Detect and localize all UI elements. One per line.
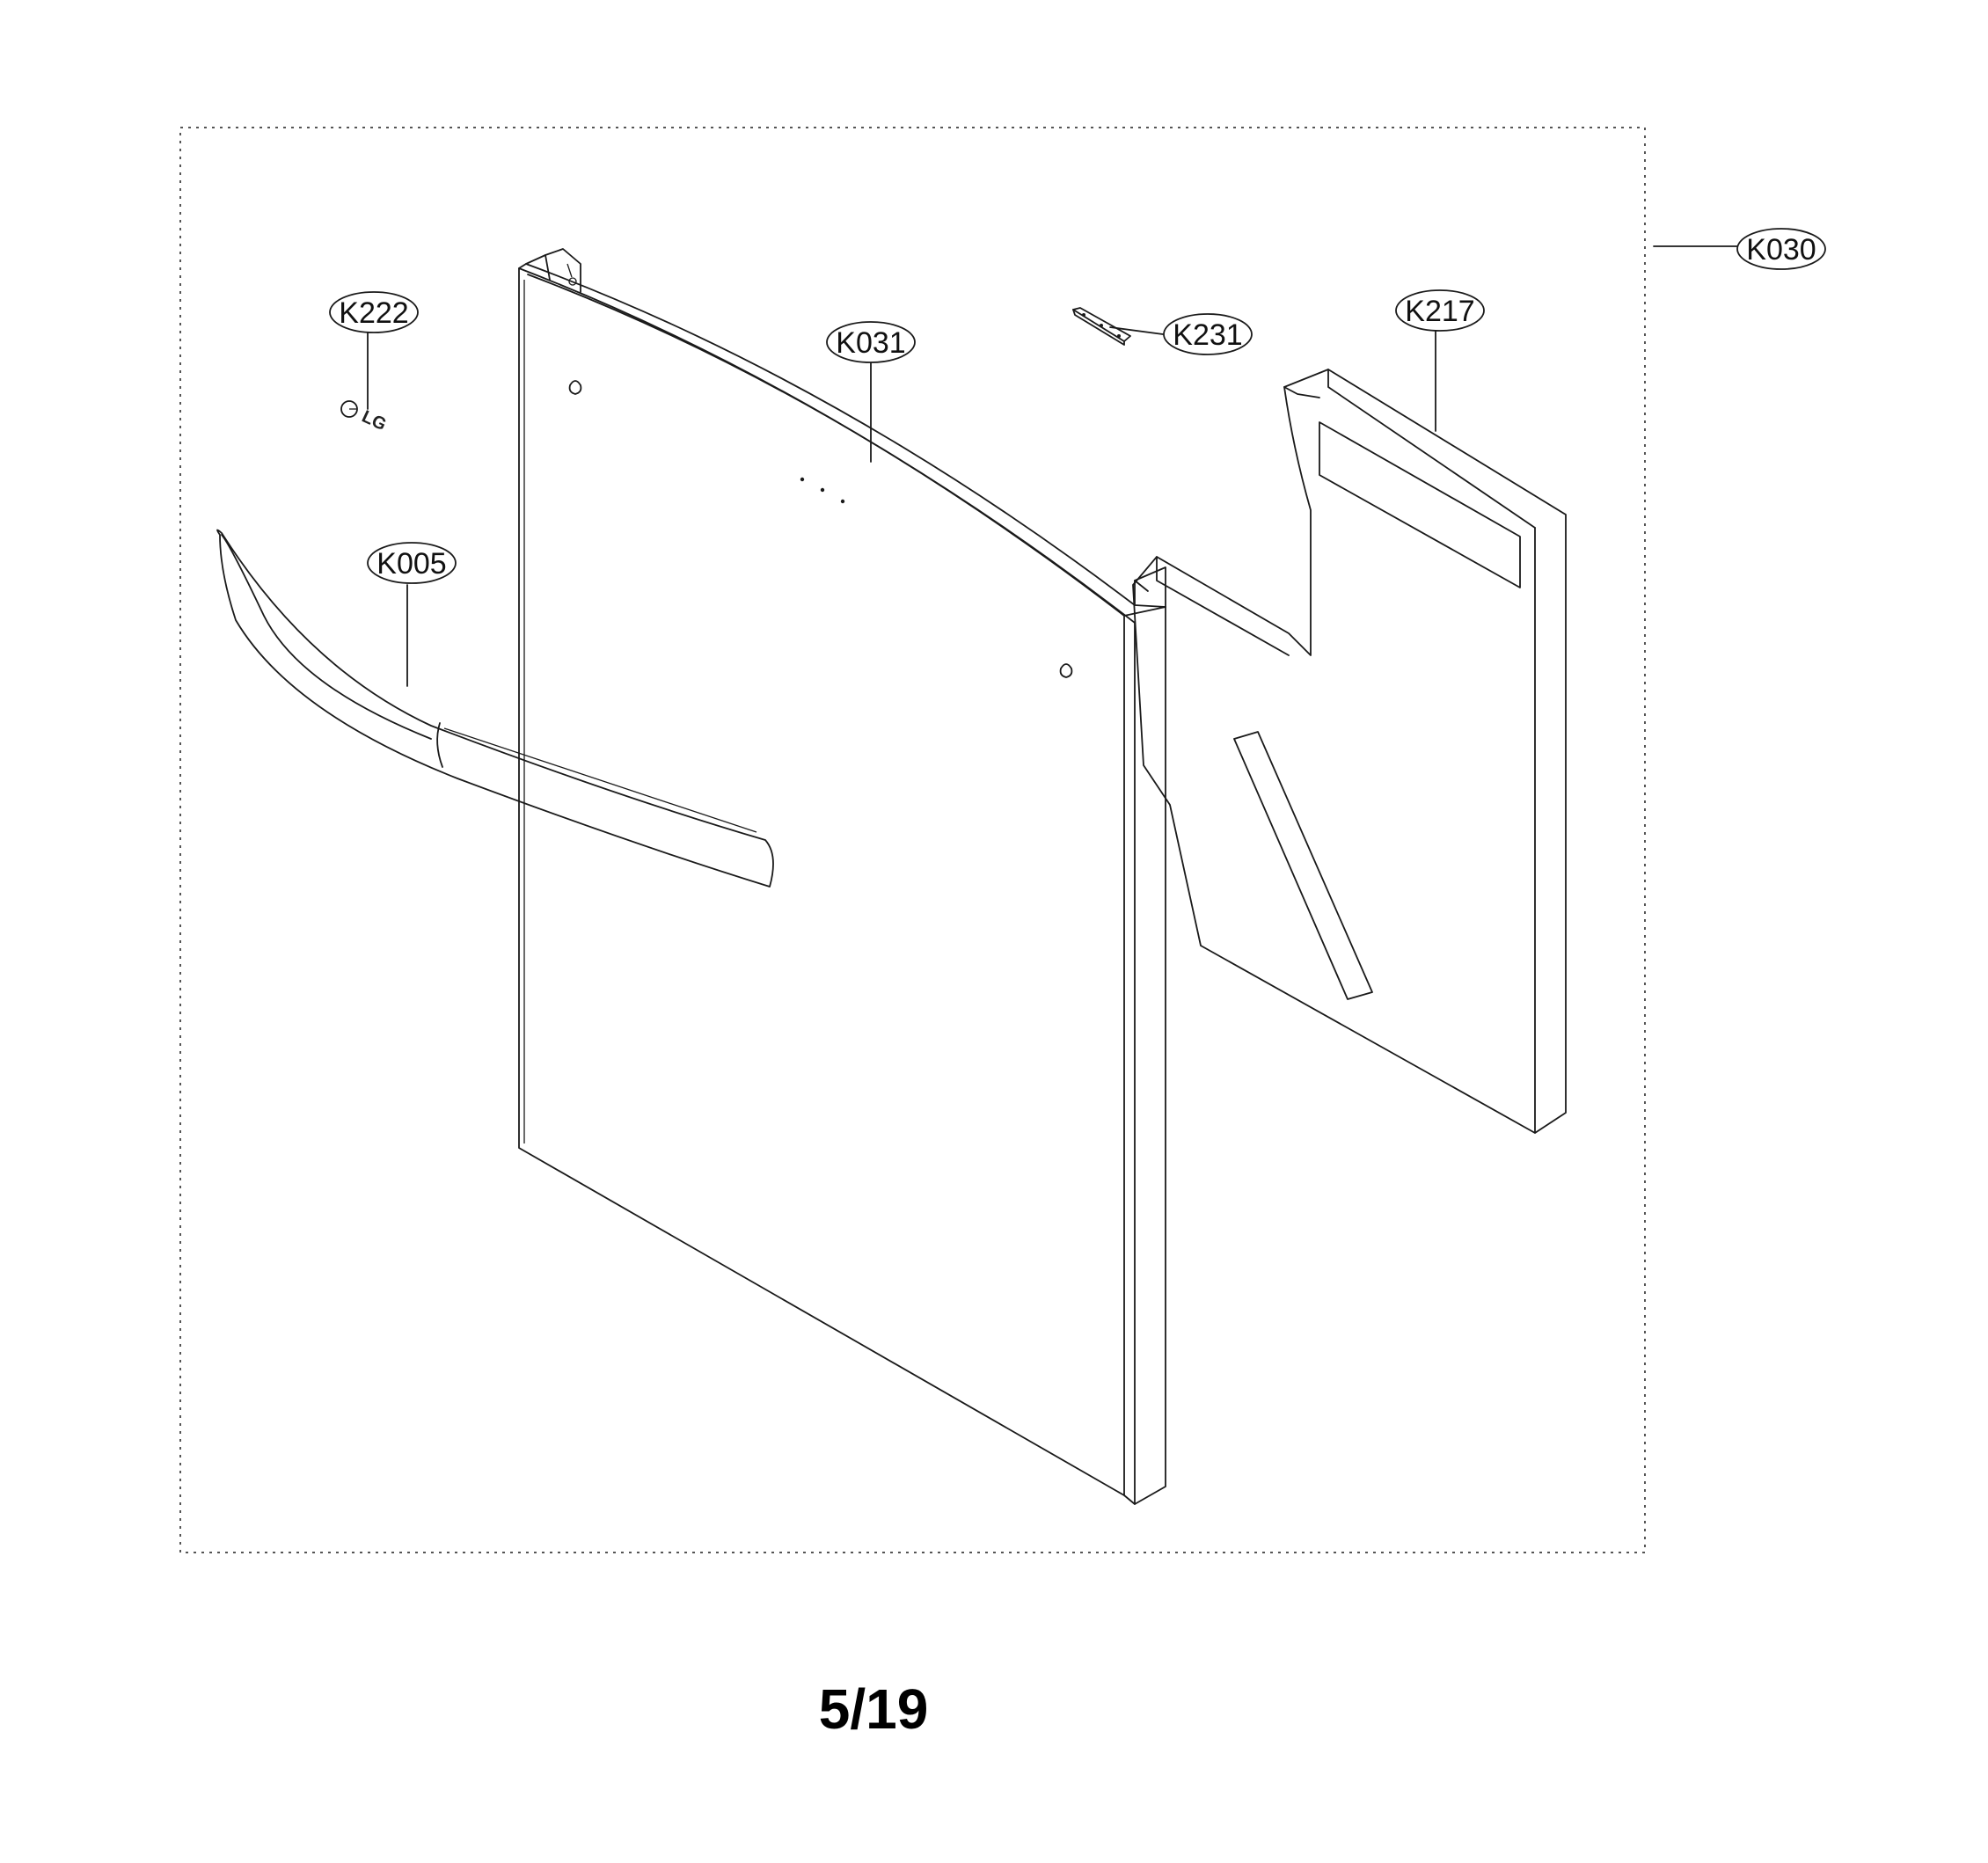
label-k222: K222 [329,291,419,333]
svg-text:K217: K217 [1405,295,1474,328]
svg-text:K005: K005 [376,547,446,581]
svg-text:LG: LG [359,407,389,435]
label-k031: K031 [826,321,916,363]
assembly-boundary [179,127,1646,1553]
label-k217: K217 [1395,289,1485,332]
bracket-k231 [1072,307,1131,346]
label-k005: K005 [367,542,457,584]
door-panel-k031 [518,248,1166,1505]
leader-lines [367,245,1738,687]
svg-text:K031: K031 [836,326,905,360]
inner-panel-k217 [1132,369,1567,1134]
svg-text:K222: K222 [339,296,408,330]
svg-text:K231: K231 [1173,318,1242,352]
label-k231: K231 [1163,313,1253,355]
label-k030: K030 [1736,228,1826,270]
handle-k005 [216,529,774,888]
lg-logo-k222: LG [340,400,389,435]
svg-text:K030: K030 [1746,233,1816,267]
page-number: 5/19 [819,1677,929,1741]
